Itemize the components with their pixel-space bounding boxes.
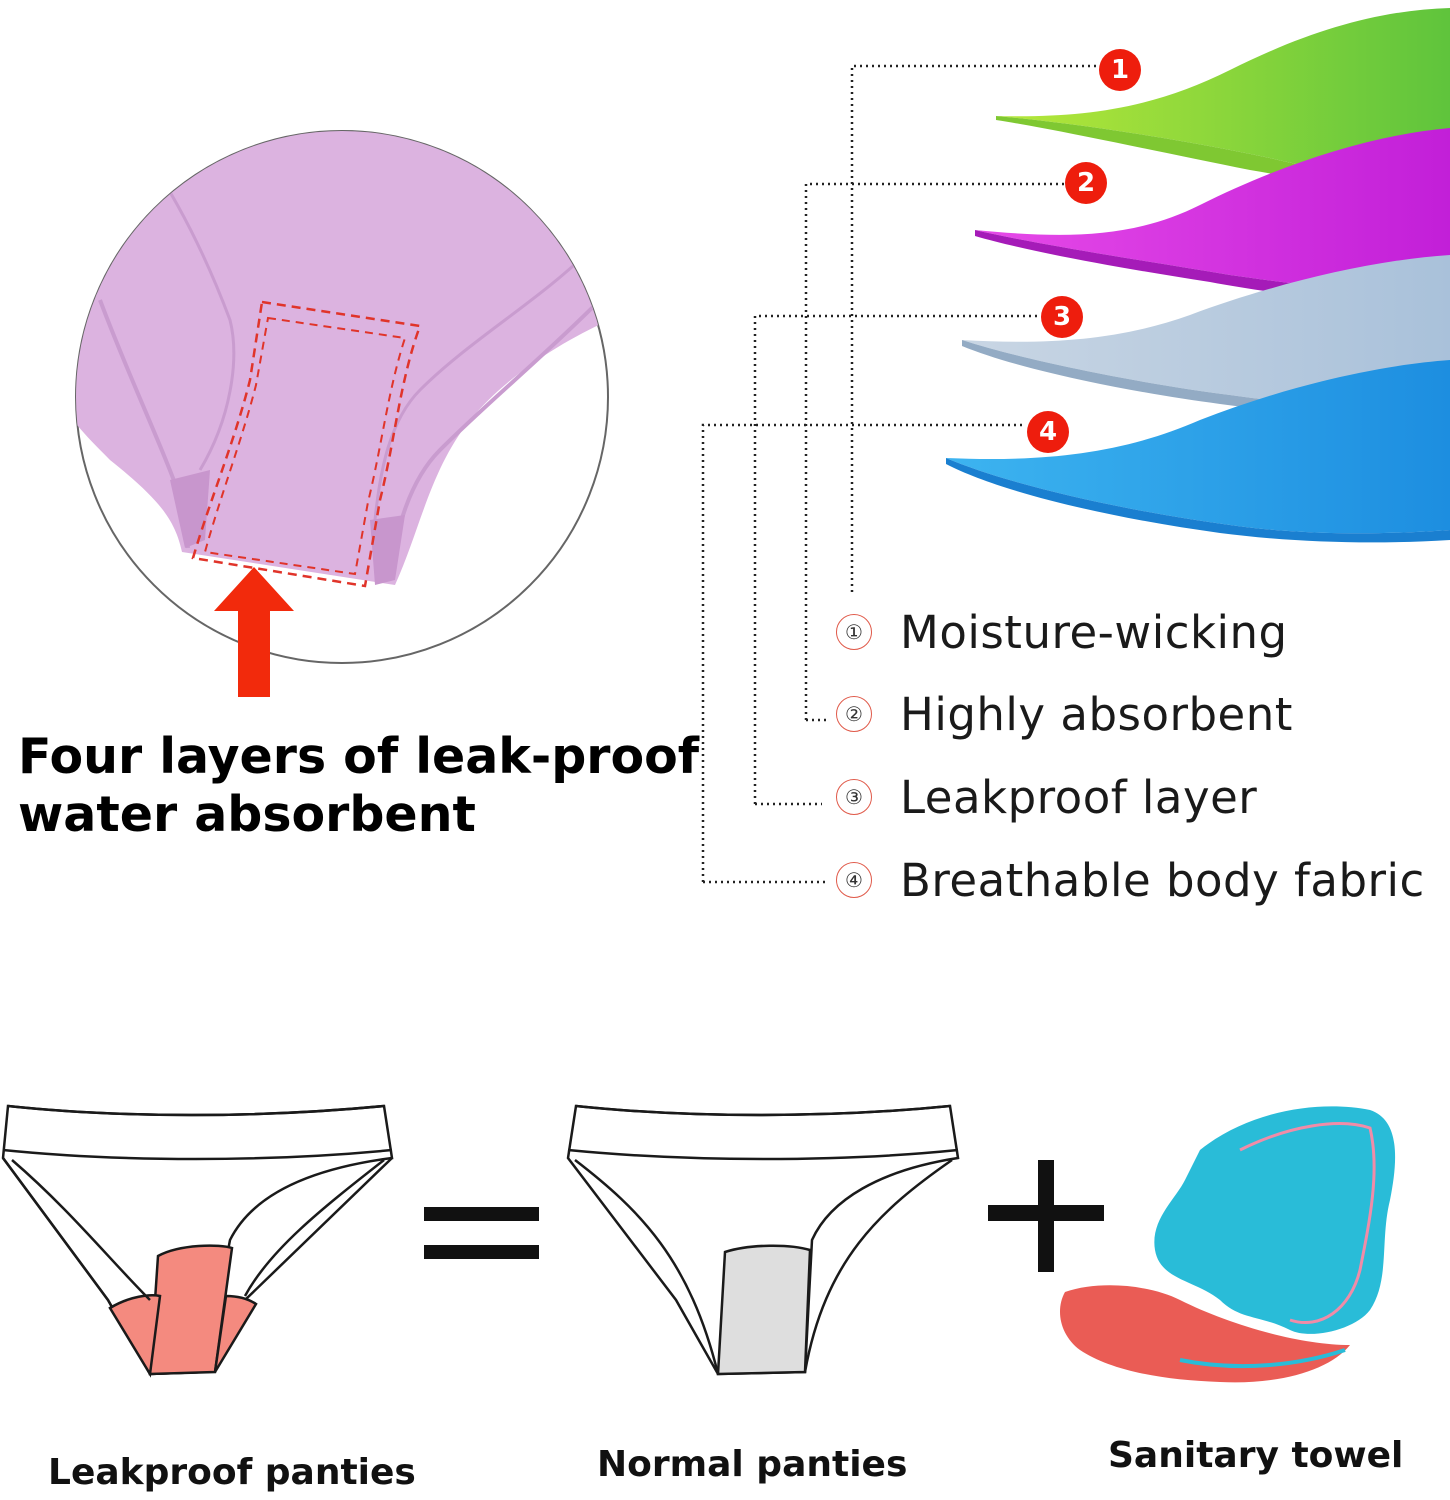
legend-label-4: Breathable body fabric <box>900 853 1425 907</box>
caption-normal-panties: Normal panties <box>597 1444 908 1485</box>
legend-label-3: Leakproof layer <box>900 770 1258 824</box>
legend-number-4: ④ <box>836 862 872 898</box>
leakproof-panties-illustration <box>1 1104 394 1378</box>
legend-item-moisture-wicking: ① Moisture-wicking <box>836 605 1288 659</box>
legend-number-1: ① <box>836 614 872 650</box>
caption-sanitary-towel: Sanitary towel <box>1108 1435 1404 1476</box>
layer-badge-1: 1 <box>1099 49 1141 91</box>
layer-sheet-4 <box>946 360 1450 543</box>
up-arrow-icon <box>214 567 294 697</box>
headline-line-2: water absorbent <box>18 786 476 843</box>
legend-number-3: ③ <box>836 779 872 815</box>
headline: Four layers of leak-proof water absorben… <box>18 728 718 844</box>
headline-line-1: Four layers of leak-proof <box>18 728 700 785</box>
plus-sign <box>988 1160 1104 1272</box>
legend-item-highly-absorbent: ② Highly absorbent <box>836 687 1293 741</box>
layer-badge-4: 4 <box>1027 411 1069 453</box>
legend-label-2: Highly absorbent <box>900 687 1293 741</box>
sanitary-towel-illustration <box>1060 1106 1396 1383</box>
legend-item-breathable-body-fabric: ④ Breathable body fabric <box>836 853 1425 907</box>
layer-badge-3: 3 <box>1041 296 1083 338</box>
legend-item-leakproof-layer: ③ Leakproof layer <box>836 770 1258 824</box>
normal-panties-illustration <box>566 1104 960 1376</box>
legend-label-1: Moisture-wicking <box>900 605 1288 659</box>
legend-number-2: ② <box>836 696 872 732</box>
gusset-dashed-outline <box>191 300 422 588</box>
garment-fabric <box>76 131 608 588</box>
layer-badge-2: 2 <box>1065 162 1107 204</box>
leader-lines <box>701 64 1098 884</box>
equals-sign <box>424 1207 539 1259</box>
caption-leakproof-panties: Leakproof panties <box>48 1452 416 1493</box>
